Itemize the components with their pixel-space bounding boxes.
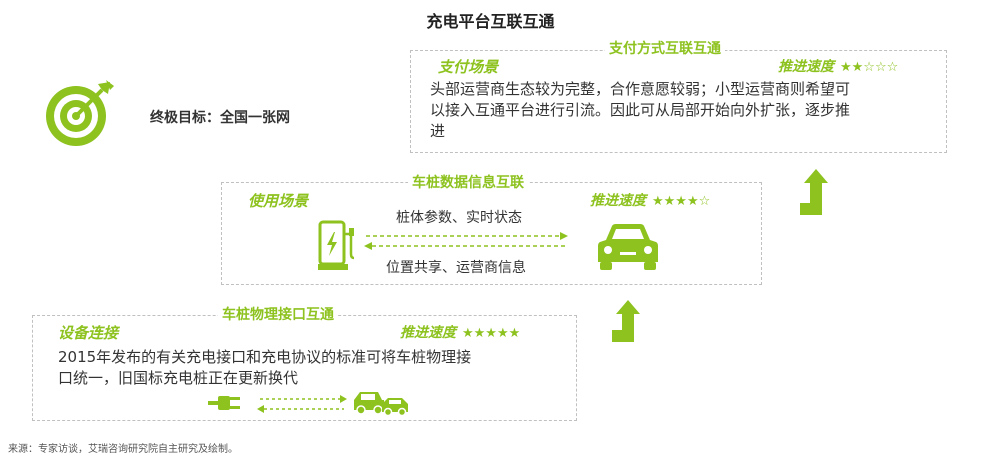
connection-arrows-icon bbox=[257, 395, 347, 413]
step-up-arrow-icon bbox=[612, 300, 640, 342]
payment-text-line: 进 bbox=[430, 122, 446, 140]
physical-description: 2015年发布的有关充电接口和充电协议的标准可将车桩物理接 口统一，旧国标充电桩… bbox=[58, 347, 570, 389]
data-link-scene-label: 使用场景 bbox=[248, 192, 309, 210]
data-link-speed: 推进速度 ★★★★☆ bbox=[590, 190, 710, 210]
payment-stars: ★★☆☆☆ bbox=[840, 60, 899, 75]
page-title: 充电平台互联互通 bbox=[426, 12, 555, 31]
physical-text-line: 2015年发布的有关充电接口和充电协议的标准可将车桩物理接 bbox=[58, 348, 472, 366]
physical-speed: 推进速度 ★★★★★ bbox=[400, 322, 520, 342]
data-bottom-label: 位置共享、运营商信息 bbox=[386, 260, 526, 276]
data-link-stars: ★★★★☆ bbox=[652, 194, 711, 209]
step-up-arrow-icon bbox=[800, 169, 828, 215]
goal-label: 终极目标：全国一张网 bbox=[150, 110, 290, 126]
physical-header: 车桩物理接口互通 bbox=[218, 304, 338, 324]
car-front-icon bbox=[598, 224, 658, 270]
target-arrow-icon bbox=[46, 80, 114, 146]
physical-speed-label: 推进速度 bbox=[400, 325, 456, 341]
source-note: 来源：专家访谈，艾瑞咨询研究院自主研究及绘制。 bbox=[8, 444, 238, 455]
physical-scene-label: 设备连接 bbox=[58, 324, 119, 342]
charging-pile-icon bbox=[318, 220, 355, 270]
bidirectional-arrows-icon bbox=[364, 232, 568, 250]
payment-description: 头部运营商生态较为完整，合作意愿较弱；小型运营商则希望可 以接入互通平台进行引流… bbox=[430, 79, 942, 142]
payment-header: 支付方式互联互通 bbox=[605, 38, 725, 58]
vehicles-icon bbox=[354, 392, 408, 416]
physical-stars: ★★★★★ bbox=[462, 326, 521, 341]
payment-text-line: 以接入互通平台进行引流。因此可从局部开始向外扩张，逐步推 bbox=[430, 101, 851, 119]
payment-speed-label: 推进速度 bbox=[778, 59, 834, 75]
payment-speed: 推进速度 ★★☆☆☆ bbox=[778, 56, 898, 76]
payment-scene-label: 支付场景 bbox=[438, 58, 499, 76]
payment-text-line: 头部运营商生态较为完整，合作意愿较弱；小型运营商则希望可 bbox=[430, 80, 851, 98]
data-link-speed-label: 推进速度 bbox=[590, 193, 646, 209]
data-link-header: 车桩数据信息互联 bbox=[408, 172, 528, 192]
data-top-label: 桩体参数、实时状态 bbox=[396, 210, 522, 226]
plug-icon bbox=[208, 396, 240, 410]
physical-text-line: 口统一，旧国标充电桩正在更新换代 bbox=[58, 369, 299, 387]
